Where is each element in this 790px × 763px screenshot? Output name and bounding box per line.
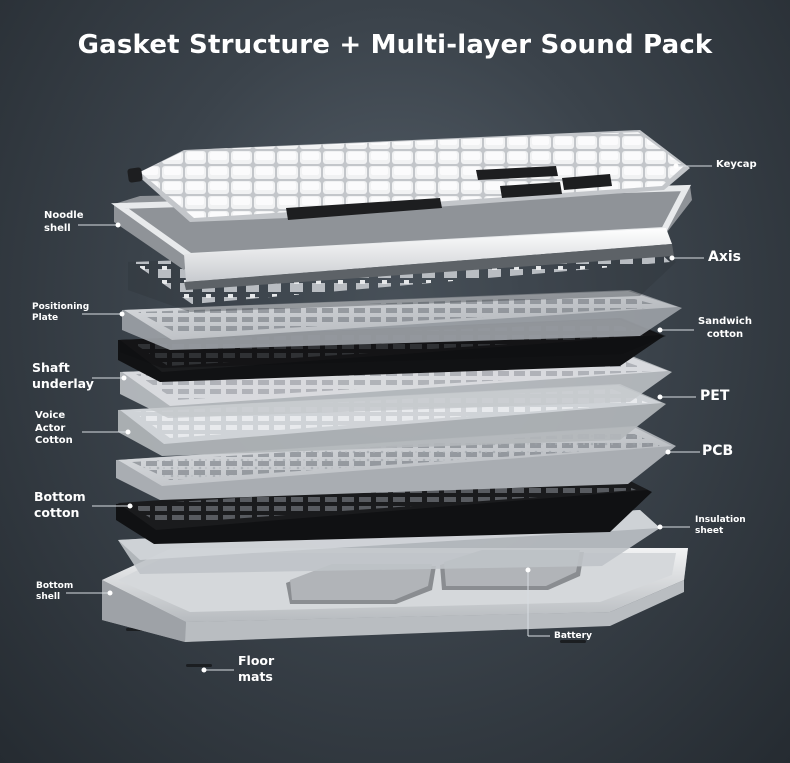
keycap-set (127, 130, 690, 222)
label-bottom-shell: Bottom shell (36, 581, 74, 603)
label-axis: Axis (708, 249, 741, 265)
dot-insulation-sheet (657, 524, 663, 530)
label-shaft-underlay: Shaft underlay (32, 360, 94, 391)
positioning-plate (122, 290, 682, 350)
label-sandwich-cotton: Sandwich cotton (698, 316, 752, 340)
label-floor-mats: Floor mats (238, 653, 275, 684)
label-pet: PET (700, 388, 730, 404)
leader-dots (107, 163, 679, 673)
label-noodle-shell: Noodle shell (44, 210, 84, 234)
label-battery: Battery (554, 631, 592, 641)
label-voice-actor-cotton: Voice Actor Cotton (35, 410, 73, 446)
dot-keycap (673, 163, 679, 169)
label-bottom-cotton: Bottom cotton (34, 489, 86, 520)
dot-noodle-shell (115, 222, 121, 228)
dot-voice-actor-cotton (125, 429, 131, 435)
dot-sandwich-cotton (657, 327, 663, 333)
dot-battery (525, 567, 531, 573)
label-insulation-sheet: Insulation sheet (695, 515, 746, 537)
label-pcb: PCB (702, 443, 734, 459)
page-title: Gasket Structure + Multi-layer Sound Pac… (77, 30, 713, 60)
dot-floor-mats (201, 667, 207, 673)
dot-pcb (665, 449, 671, 455)
dot-shaft-underlay (121, 375, 127, 381)
dot-pet (657, 394, 663, 400)
leader-lines (66, 165, 712, 671)
label-keycap: Keycap (716, 159, 757, 170)
dot-bottom-cotton (127, 503, 133, 509)
dot-bottom-shell (107, 590, 113, 596)
label-positioning-plate: Positioning Plate (32, 302, 90, 324)
dot-positioning-plate (119, 311, 125, 317)
dot-axis (669, 255, 675, 261)
